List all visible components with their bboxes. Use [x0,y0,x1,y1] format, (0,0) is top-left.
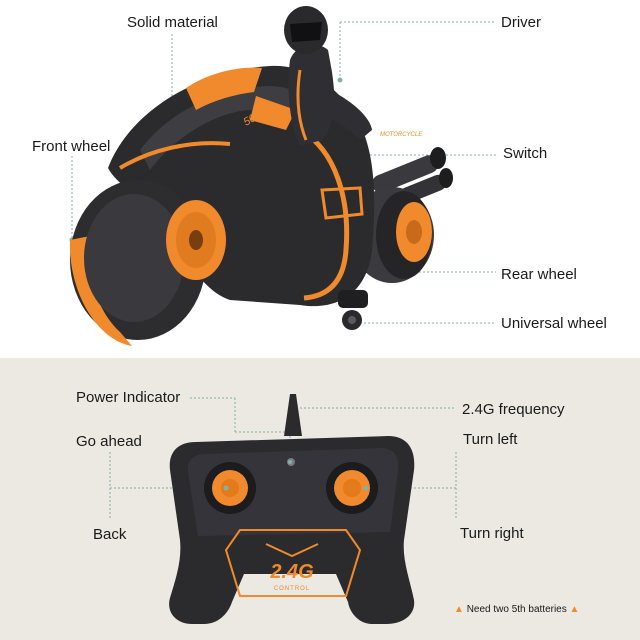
battery-note: ▲ Need two 5th batteries ▲ [454,604,579,615]
battery-note-text: Need two 5th batteries [466,604,567,615]
label-universal-wheel: Universal wheel [501,315,607,332]
label-turn-left: Turn left [463,431,518,448]
label-go-ahead: Go ahead [76,433,142,450]
label-back: Back [93,526,127,543]
triangle-left-icon: ▲ [454,604,464,615]
remote-controller: 2.4G CONTROL [169,394,415,624]
label-turn-right: Turn right [460,525,524,542]
label-solid-material: Solid material [127,14,218,31]
triangle-right-icon: ▲ [569,604,580,615]
front-wheel [69,180,226,346]
universal-wheel [338,290,368,330]
left-joystick [204,462,256,514]
bike-side-text: MOTORCYCLE [380,132,423,138]
label-rear-wheel: Rear wheel [501,266,577,283]
label-driver: Driver [501,14,541,31]
dot-driver [337,77,343,83]
remote-logo-main: 2.4G [269,561,313,583]
label-power-indicator: Power Indicator [76,389,181,406]
motorcycle-illustration: 500cc MOTORCYCLE [69,6,453,346]
antenna [284,394,302,436]
right-joystick [326,462,378,514]
label-front-wheel: Front wheel [32,138,111,155]
label-switch: Switch [503,145,548,162]
label-frequency: 2.4G frequency [462,401,565,418]
driver-figure [284,6,372,146]
remote-logo-sub: CONTROL [274,586,310,592]
